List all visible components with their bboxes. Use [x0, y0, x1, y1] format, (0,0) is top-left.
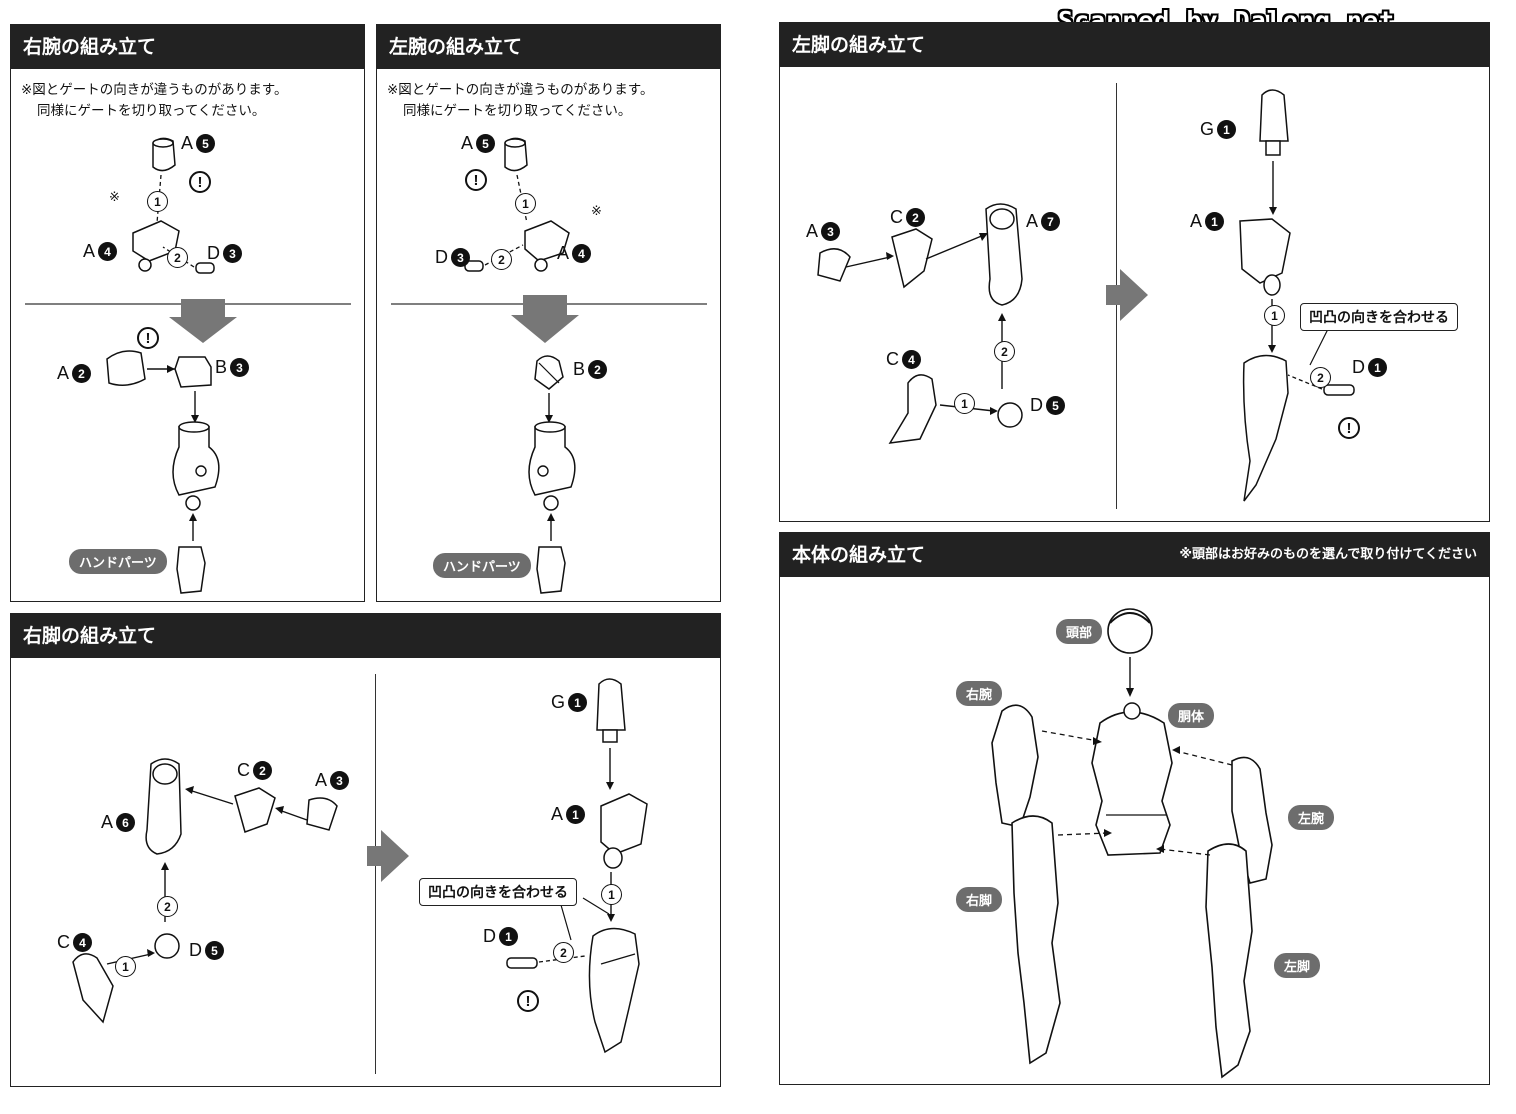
left-arm-panel: 左腕の組み立て ※図とゲートの向きが違うものがあります。 同様にゲートを切り取っ…	[376, 24, 721, 602]
right-leg-step-1b: 1	[601, 884, 622, 905]
right-arm-note-1: ※図とゲートの向きが違うものがあります。	[21, 82, 288, 98]
body-panel: 本体の組み立て ※頭部はお好みのものを選んで取り付けてください 頭部 胴体 右腕…	[779, 532, 1490, 1085]
right-arm-hand-label: ハンドパーツ	[69, 549, 167, 574]
body-label-left-leg: 左脚	[1274, 953, 1321, 978]
left-arm-title: 左腕の組み立て	[377, 25, 720, 69]
left-arm-note-1: ※図とゲートの向きが違うものがあります。	[387, 82, 654, 98]
left-arm-step-1: 1	[515, 193, 536, 214]
right-leg-diagram	[72, 678, 648, 1054]
right-leg-step-2: 2	[157, 896, 178, 917]
right-arm-gate-mark: ※	[109, 189, 120, 204]
body-title: 本体の組み立て ※頭部はお好みのものを選んで取り付けてください	[780, 533, 1489, 577]
right-leg-title: 右脚の組み立て	[11, 614, 720, 658]
right-leg-callout: 凹凸の向きを合わせる	[419, 878, 577, 906]
body-label-left-arm: 左腕	[1288, 805, 1335, 830]
right-arm-note-2: 同様にゲートを切り取ってください。	[37, 103, 266, 119]
warning-icon: !	[137, 327, 159, 349]
left-leg-diagram	[817, 89, 1355, 502]
left-leg-title: 左脚の組み立て	[780, 23, 1489, 67]
left-leg-panel: 左脚の組み立て	[779, 22, 1490, 522]
body-title-text: 本体の組み立て	[792, 544, 926, 566]
left-arm-hand-label: ハンドパーツ	[433, 553, 531, 578]
left-leg-step-2: 2	[994, 341, 1015, 362]
warning-icon: !	[517, 990, 539, 1012]
warning-icon: !	[189, 171, 211, 193]
right-arm-step-1: 1	[147, 191, 168, 212]
right-arm-panel: 右腕の組み立て ※図とゲートの向きが違うものがあります。 同様にゲートを切り取っ…	[10, 24, 365, 602]
body-label-right-leg: 右脚	[956, 887, 1003, 912]
warning-icon: !	[1338, 417, 1360, 439]
warning-icon: !	[465, 169, 487, 191]
right-leg-divider	[375, 674, 376, 1074]
left-arm-step-2: 2	[491, 249, 512, 270]
body-label-right-arm: 右腕	[956, 681, 1003, 706]
left-leg-step-2b: 2	[1310, 367, 1331, 388]
body-label-torso: 胴体	[1168, 703, 1215, 728]
right-leg-step-1: 1	[115, 956, 136, 977]
left-arm-note-2: 同様にゲートを切り取ってください。	[403, 103, 632, 119]
right-arm-step-2: 2	[167, 247, 188, 268]
right-arm-title: 右腕の組み立て	[11, 25, 364, 69]
left-leg-callout: 凹凸の向きを合わせる	[1300, 303, 1458, 331]
right-arm-upper-diagram	[25, 137, 351, 594]
left-arm-diagram	[391, 137, 707, 594]
body-note: ※頭部はお好みのものを選んで取り付けてください	[1179, 547, 1477, 562]
body-label-head: 頭部	[1056, 619, 1103, 644]
left-leg-step-1: 1	[954, 393, 975, 414]
body-diagram	[991, 608, 1273, 1079]
right-leg-step-2b: 2	[553, 942, 574, 963]
left-leg-step-1b: 1	[1264, 305, 1285, 326]
right-leg-panel: 右脚の組み立て	[10, 613, 721, 1087]
left-arm-gate-mark: ※	[591, 203, 602, 218]
